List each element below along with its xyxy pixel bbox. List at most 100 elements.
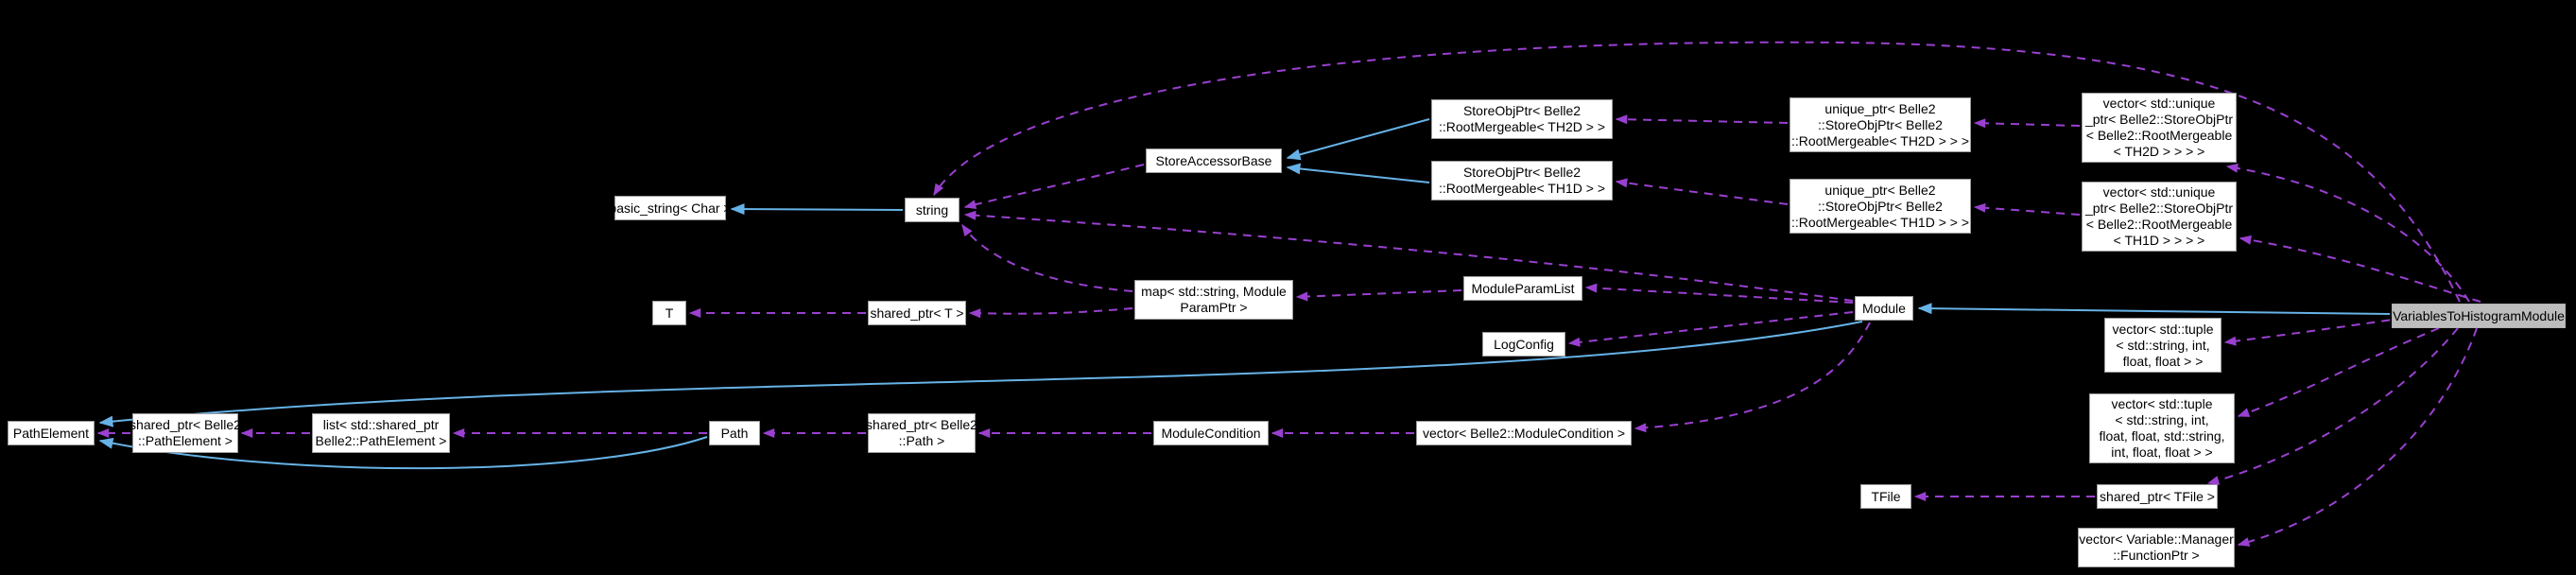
- edge-unique-ptr-th2d-to-storeobjptr-th2d: [1615, 114, 1789, 125]
- node-label: < std::string, int,: [2116, 337, 2210, 353]
- node-label: ::StoreObjPtr< Belle2: [1818, 198, 1943, 214]
- edge-storeaccessorbase-to-string: [963, 164, 1145, 210]
- graph-node-shared-ptr-t[interactable]: shared_ptr< T >: [868, 301, 966, 325]
- node-label: < Belle2::PathElement > >: [303, 433, 458, 448]
- graph-node-storeaccessorbase[interactable]: StoreAccessorBase: [1146, 148, 1282, 173]
- graph-node-unique-ptr-th1d[interactable]: unique_ptr< Belle2::StoreObjPtr< Belle2:…: [1789, 179, 1971, 234]
- graph-node-module[interactable]: Module: [1855, 296, 1913, 321]
- edge-path-to-pathelement: [98, 436, 708, 470]
- graph-node-vector-tuple4[interactable]: vector< std::tuple< std::string, int,flo…: [2104, 318, 2222, 373]
- node-label: StoreObjPtr< Belle2: [1462, 165, 1582, 180]
- graph-node-vector-tuple8[interactable]: vector< std::tuple< std::string, int,flo…: [2089, 393, 2235, 463]
- edge-variablestohistogrammodule-to-shared-ptr-tfile: [2206, 327, 2459, 485]
- graph-node-vector-modulecondition[interactable]: vector< Belle2::ModuleCondition >: [1416, 421, 1632, 445]
- edge-variablestohistogrammodule-to-string: [933, 41, 2461, 303]
- graph-node-path[interactable]: Path: [709, 421, 760, 445]
- edge-map-moduleparamptr-to-string: [961, 223, 1133, 292]
- graph-node-t[interactable]: T: [652, 301, 686, 325]
- edge-variablestohistogrammodule-to-vector-functionptr: [2237, 327, 2478, 547]
- node-label: ::RootMergeable< TH1D > > >: [1790, 214, 1970, 230]
- node-label: < std::string, int,: [2115, 412, 2209, 427]
- edge-moduleparamlist-to-map-moduleparamptr: [1295, 289, 1462, 302]
- edge-variablestohistogrammodule-to-vector-unique-th1d: [2239, 235, 2481, 303]
- graph-node-basic-string-char[interactable]: basic_string< Char >: [609, 196, 732, 220]
- graph-node-shared-ptr-path[interactable]: shared_ptr< Belle2::Path >: [866, 413, 977, 453]
- edge-module-to-pathelement: [98, 321, 1863, 427]
- node-label: ::RootMergeable< TH2D > > >: [1790, 132, 1970, 148]
- node-label: vector< std::tuple: [2111, 396, 2213, 411]
- node-label: unique_ptr< Belle2: [1824, 182, 1936, 198]
- node-label: vector< Variable::Manager: [2079, 531, 2234, 547]
- graph-node-variablestohistogrammodule[interactable]: VariablesToHistogramModule: [2392, 304, 2566, 328]
- edge-map-moduleparamptr-to-shared-ptr-t: [968, 307, 1133, 319]
- graph-node-logconfig[interactable]: LogConfig: [1482, 332, 1565, 357]
- edge-vector-unique-th2d-to-unique-ptr-th2d: [1973, 118, 2081, 129]
- node-label: string: [915, 201, 949, 218]
- graph-node-list-shared-ptr-pathelement[interactable]: list< std::shared_ptr< Belle2::PathEleme…: [303, 413, 458, 453]
- node-label: unique_ptr< Belle2: [1824, 100, 1936, 116]
- node-label: shared_ptr< Belle2: [866, 417, 977, 432]
- graph-node-storeobjptr-th1d[interactable]: StoreObjPtr< Belle2::RootMergeable< TH1D…: [1431, 161, 1613, 200]
- node-label: VariablesToHistogramModule: [2393, 307, 2565, 323]
- node-label: basic_string< Char >: [609, 200, 732, 216]
- node-label: < TH2D > > > >: [2113, 144, 2205, 159]
- node-label: ::RootMergeable< TH1D > >: [1438, 181, 1605, 196]
- node-label: ::StoreObjPtr< Belle2: [1818, 116, 1943, 132]
- node-label: Path: [720, 425, 749, 441]
- edge-variablestohistogrammodule-to-vector-tuple4: [2223, 315, 2421, 346]
- graph-node-storeobjptr-th2d[interactable]: StoreObjPtr< Belle2::RootMergeable< TH2D…: [1431, 99, 1613, 139]
- graph-node-vector-unique-th1d[interactable]: vector< std::unique_ptr< Belle2::StoreOb…: [2082, 182, 2237, 252]
- graph-node-tfile[interactable]: TFile: [1860, 484, 1911, 509]
- graph-node-shared-ptr-tfile[interactable]: shared_ptr< TFile >: [2097, 484, 2218, 509]
- node-label: ParamPtr >: [1180, 300, 1248, 315]
- node-label: vector< std::tuple: [2112, 321, 2214, 337]
- node-label: < Belle2::RootMergeable: [2085, 128, 2233, 143]
- node-label: _ptr< Belle2::StoreObjPtr: [2084, 200, 2234, 216]
- node-label: _ptr< Belle2::StoreObjPtr: [2084, 112, 2234, 127]
- graph-node-vector-unique-th2d[interactable]: vector< std::unique_ptr< Belle2::StoreOb…: [2082, 93, 2237, 163]
- node-label: int, float, float > >: [2111, 444, 2213, 460]
- graph-node-string[interactable]: string: [905, 198, 960, 222]
- edge-variablestohistogrammodule-to-vector-tuple8: [2237, 327, 2440, 417]
- edge-module-to-string: [963, 210, 1854, 302]
- node-label: StoreAccessorBase: [1155, 152, 1272, 168]
- node-label: < Belle2::RootMergeable: [2085, 217, 2233, 232]
- graph-node-shared-ptr-pathelement[interactable]: shared_ptr< Belle2::PathElement >: [130, 413, 241, 453]
- node-label: vector< Belle2::ModuleCondition >: [1422, 425, 1626, 441]
- node-label: map< std::string, Module: [1141, 284, 1287, 299]
- edge-variablestohistogrammodule-to-vector-unique-th2d: [2225, 163, 2470, 303]
- node-label: PathElement: [12, 425, 90, 441]
- graph-node-moduleparamlist[interactable]: ModuleParamList: [1463, 276, 1582, 301]
- graph-node-unique-ptr-th2d[interactable]: unique_ptr< Belle2::StoreObjPtr< Belle2:…: [1789, 97, 1971, 152]
- node-label: vector< std::unique: [2102, 184, 2216, 200]
- node-label: shared_ptr< Belle2: [130, 417, 241, 432]
- node-label: ModuleParamList: [1471, 280, 1575, 296]
- edge-variablestohistogrammodule-to-module: [1917, 303, 2391, 315]
- graph-node-pathelement[interactable]: PathElement: [8, 421, 95, 445]
- edge-string-to-basic-string-char: [730, 203, 904, 216]
- node-label: T: [665, 305, 674, 321]
- edge-module-to-vector-modulecondition: [1634, 322, 1871, 433]
- node-label: ::RootMergeable< TH2D > >: [1438, 119, 1605, 134]
- node-label: shared_ptr< T >: [870, 305, 964, 321]
- node-label: StoreObjPtr< Belle2: [1462, 103, 1582, 118]
- node-label: < TH1D > > > >: [2113, 233, 2205, 248]
- node-label: ModuleCondition: [1161, 425, 1261, 441]
- edge-unique-ptr-th1d-to-storeobjptr-th1d: [1615, 178, 1789, 205]
- graph-node-modulecondition[interactable]: ModuleCondition: [1153, 421, 1269, 445]
- node-label: ::FunctionPtr >: [2113, 548, 2200, 563]
- node-label: ::PathElement >: [137, 433, 233, 448]
- node-label: shared_ptr< TFile >: [2100, 488, 2215, 504]
- node-label: Module: [1862, 300, 1906, 316]
- edge-storeobjptr-th2d-to-storeaccessorbase: [1286, 118, 1430, 161]
- edge-vector-unique-th1d-to-unique-ptr-th1d: [1973, 202, 2081, 216]
- node-label: LogConfig: [1494, 336, 1554, 352]
- node-label: float, float, std::string,: [2099, 428, 2225, 444]
- graph-node-vector-functionptr[interactable]: vector< Variable::Manager::FunctionPtr >: [2078, 528, 2235, 567]
- node-label: list< std::shared_ptr: [322, 417, 440, 432]
- node-label: float, float > >: [2122, 353, 2204, 369]
- edge-module-to-logconfig: [1567, 311, 1854, 347]
- node-label: ::Path >: [898, 433, 945, 448]
